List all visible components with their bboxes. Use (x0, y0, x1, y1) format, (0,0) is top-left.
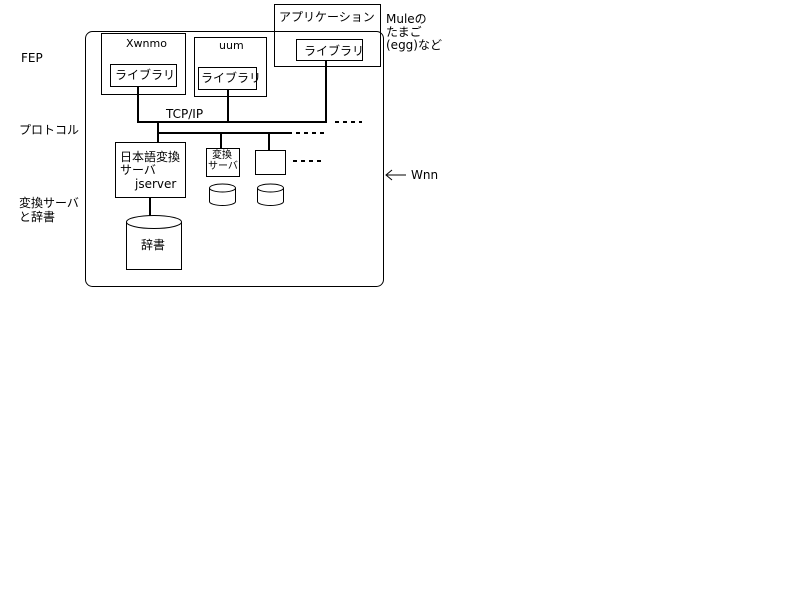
server-dict-label-line1: 変換サーバ (19, 196, 79, 210)
small-disk-1-top (209, 183, 236, 193)
small-disk-1-icon (209, 188, 236, 206)
uum-library-label: ライブラリ (201, 71, 262, 85)
wnn-boundary-box (85, 31, 384, 287)
xwnmo-title: Xwnmo (126, 37, 167, 50)
mule-label-line1: Muleの (386, 12, 427, 26)
server-dict-label-line2: と辞書 (19, 210, 56, 224)
tcpip-label: TCP/IP (166, 107, 204, 121)
xwnmo-library-label: ライブラリ (115, 68, 176, 82)
small-server-label-line2: サーバ (208, 161, 238, 172)
uum-library-box (198, 67, 257, 90)
jserver-label-line3: jserver (135, 177, 177, 191)
uum-title: uum (219, 39, 244, 52)
fep-label: FEP (21, 51, 43, 65)
dictionary-cylinder-top (126, 215, 182, 229)
xwnmo-library-box (110, 64, 177, 87)
small-disk-2-top (257, 183, 284, 193)
mule-label-line2: たまご (386, 25, 422, 39)
jserver-label-line2: サーバ (120, 163, 156, 177)
uum-box (194, 37, 267, 97)
application-library-label: ライブラリ (304, 44, 365, 58)
wnn-label: Wnn (411, 168, 439, 182)
application-box (274, 4, 381, 67)
small-disk-2-icon (257, 188, 284, 206)
small-server-label-line1: 変換 (212, 150, 232, 161)
blank-server-box (255, 150, 286, 175)
xwnmo-box (101, 33, 186, 95)
wnn-arrow-head-icon (385, 169, 393, 181)
jserver-label-line1: 日本語変換 (120, 150, 181, 164)
protocol-label: プロトコル (19, 123, 80, 137)
mule-label-line3: (egg)など (386, 38, 442, 52)
application-title: アプリケーション (279, 10, 375, 24)
dictionary-cylinder-icon (126, 222, 182, 270)
application-library-box (296, 39, 363, 61)
dictionary-label: 辞書 (141, 238, 166, 252)
small-server-box (206, 148, 240, 177)
jserver-box (115, 142, 186, 198)
